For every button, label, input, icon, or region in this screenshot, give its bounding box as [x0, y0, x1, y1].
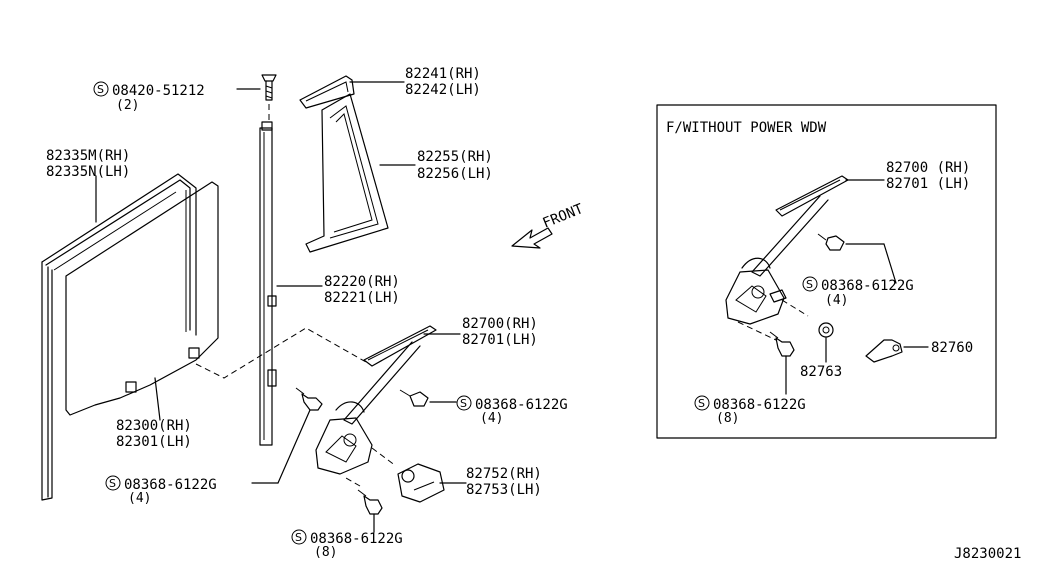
motor-rh-label: 82752(RH) [466, 466, 542, 482]
bolt-right-symbol-icon [456, 395, 472, 411]
bolt-bottom-symbol-icon [291, 529, 307, 545]
glass-rh-label: 82300(RH) [116, 418, 192, 434]
inset-leader-lines [785, 179, 929, 395]
inset-bolt-lower [769, 331, 795, 357]
channel-rh-label: 82241(RH) [405, 66, 481, 82]
rear-sash [259, 121, 277, 446]
bolt-right [399, 389, 429, 407]
glass-run-channel [41, 173, 197, 501]
inset-bolt-lower-symbol-icon [694, 395, 710, 411]
svg-text:S: S [97, 83, 104, 96]
inset-washer-label: 82763 [800, 364, 842, 380]
top-screw [261, 74, 277, 120]
inset-handle [865, 339, 903, 363]
screw-top-qty: (2) [116, 98, 139, 113]
svg-text:S: S [460, 397, 467, 410]
diagram-id: J8230021 [954, 546, 1021, 562]
inset-regulator [725, 175, 849, 341]
door-glass [65, 181, 219, 416]
regulator-lh-label: 82701(LH) [462, 332, 538, 348]
screw-top-symbol-icon [93, 81, 109, 97]
run-lh-label: 82335N(LH) [46, 164, 130, 180]
regulator-motor [397, 463, 445, 503]
fixed-glass-lh-label: 82256(LH) [417, 166, 493, 182]
svg-text:S: S [806, 278, 813, 291]
svg-text:S: S [698, 397, 705, 410]
front-arrow-icon [511, 227, 553, 249]
bolt-bottom [345, 477, 383, 515]
inset-regulator-rh-label: 82700 (RH) [886, 160, 970, 176]
inset-washer [818, 322, 834, 338]
front-label: FRONT [541, 201, 587, 232]
inset-bolt-upper-number: 08368-6122G [821, 278, 914, 294]
inset-handle-label: 82760 [931, 340, 973, 356]
svg-text:S: S [295, 531, 302, 544]
bolt-right-number: 08368-6122G [475, 397, 568, 413]
fixed-quarter-glass [305, 93, 389, 253]
bolt-bottom-number: 08368-6122G [310, 531, 403, 547]
sash-rh-label: 82220(RH) [324, 274, 400, 290]
inset-regulator-lh-label: 82701 (LH) [886, 176, 970, 192]
run-rh-label: 82335M(RH) [46, 148, 130, 164]
bolt-left-qty: (4) [128, 491, 151, 506]
bolt-left-symbol-icon [105, 475, 121, 491]
bolt-bottom-qty: (8) [314, 545, 337, 560]
fixed-glass-rh-label: 82255(RH) [417, 149, 493, 165]
bolt-right-qty: (4) [480, 411, 503, 426]
inset-bolt-upper-qty: (4) [825, 293, 848, 308]
inset-bolt-upper [817, 233, 845, 251]
bolt-left-number: 08368-6122G [124, 477, 217, 493]
svg-text:S: S [109, 477, 116, 490]
motor-lh-label: 82753(LH) [466, 482, 542, 498]
window-regulator [315, 325, 437, 475]
leader-lines [95, 81, 467, 533]
inset-title: F/WITHOUT POWER WDW [666, 120, 827, 136]
channel-lh-label: 82242(LH) [405, 82, 481, 98]
inset-bolt-lower-qty: (8) [716, 411, 739, 426]
glass-lh-label: 82301(LH) [116, 434, 192, 450]
upper-channel [299, 75, 355, 109]
inset-bolt-lower-number: 08368-6122G [713, 397, 806, 413]
inset-bolt-upper-symbol-icon [802, 276, 818, 292]
bolt-left [295, 387, 323, 411]
screw-top-number: 08420-51212 [112, 83, 205, 99]
inset-box [656, 104, 997, 439]
sash-lh-label: 82221(LH) [324, 290, 400, 306]
regulator-rh-label: 82700(RH) [462, 316, 538, 332]
